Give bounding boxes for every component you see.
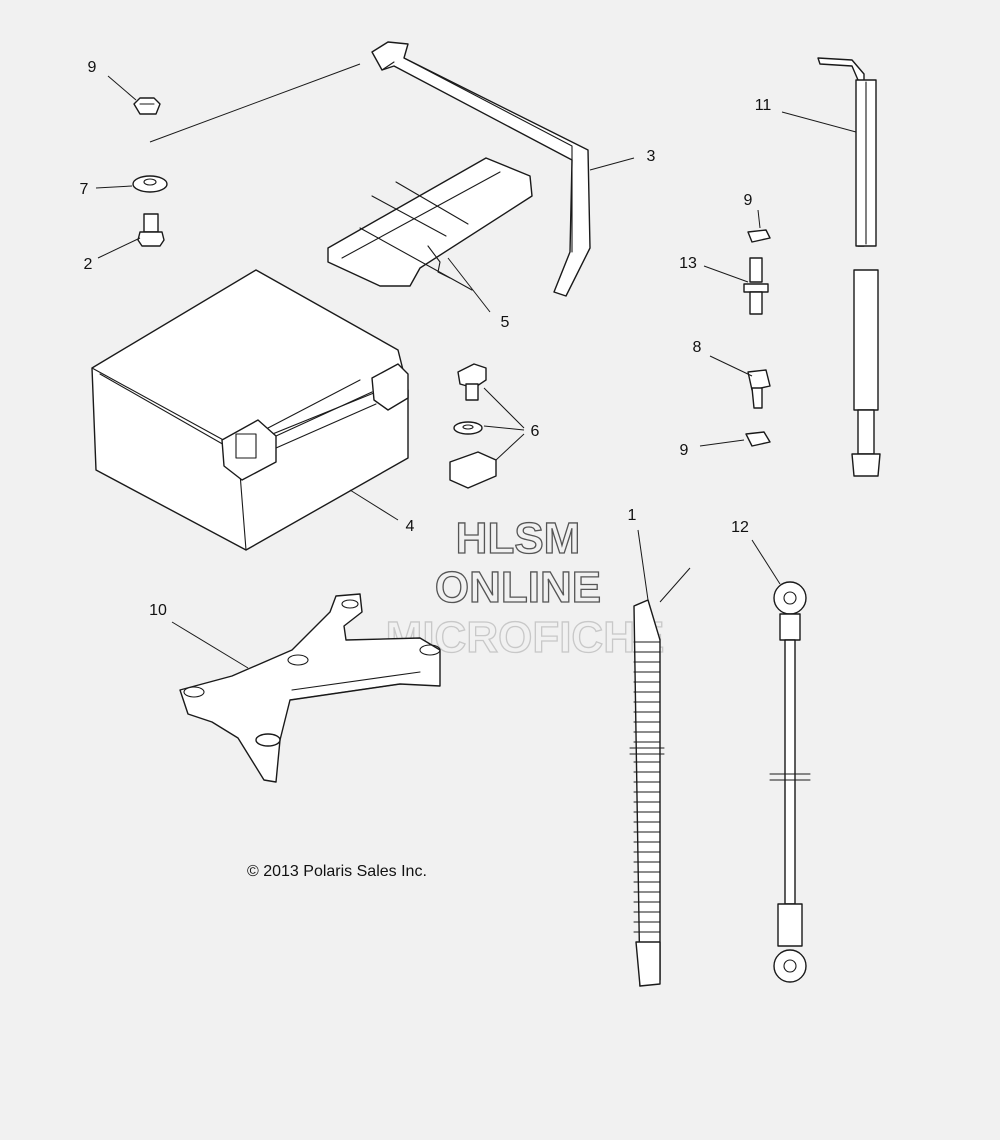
callout-9-top: 9 [88,59,97,76]
callout-3: 3 [647,148,656,165]
callout-9-middle: 9 [744,192,753,209]
part-9-nut-top [107,75,161,115]
part-2-bolt [97,213,165,259]
part-5-battery-pad [327,157,533,313]
callout-12: 12 [731,519,749,536]
part-12-ground-cable [751,539,811,983]
part-9-nut-bottom [699,431,771,447]
part-6-terminal-hardware [449,363,525,489]
callout-13: 13 [679,255,697,272]
part-1-cable-with-boot [629,529,691,987]
part-3-hold-down-bracket [371,41,635,297]
callout-6: 6 [531,423,540,440]
callout-7: 7 [80,181,89,198]
copyright-notice: © 2013 Polaris Sales Inc. [247,863,427,880]
callout-labels: 9 7 2 3 5 11 9 13 8 9 6 4 1 12 10 [80,59,772,619]
callout-2: 2 [84,256,93,273]
callout-4: 4 [406,518,415,535]
leader-dashed [149,63,361,143]
watermark: MICROFICHE HLSM ONLINE [385,513,665,662]
watermark-line-2: ONLINE [435,563,601,612]
part-10-battery-tray [171,593,441,783]
part-11-cable [781,57,881,477]
watermark-line-1: HLSM [456,514,581,563]
part-4-battery [91,269,409,551]
callout-9-bottom: 9 [680,442,689,459]
callout-8: 8 [693,339,702,356]
part-7-washer [95,175,168,193]
callout-1: 1 [628,507,637,524]
callout-11: 11 [755,97,772,114]
part-13-stud [703,257,769,315]
part-8-bolt [709,355,771,409]
callout-5: 5 [501,314,510,331]
part-9-nut-middle [747,209,771,243]
callout-10: 10 [149,602,167,619]
